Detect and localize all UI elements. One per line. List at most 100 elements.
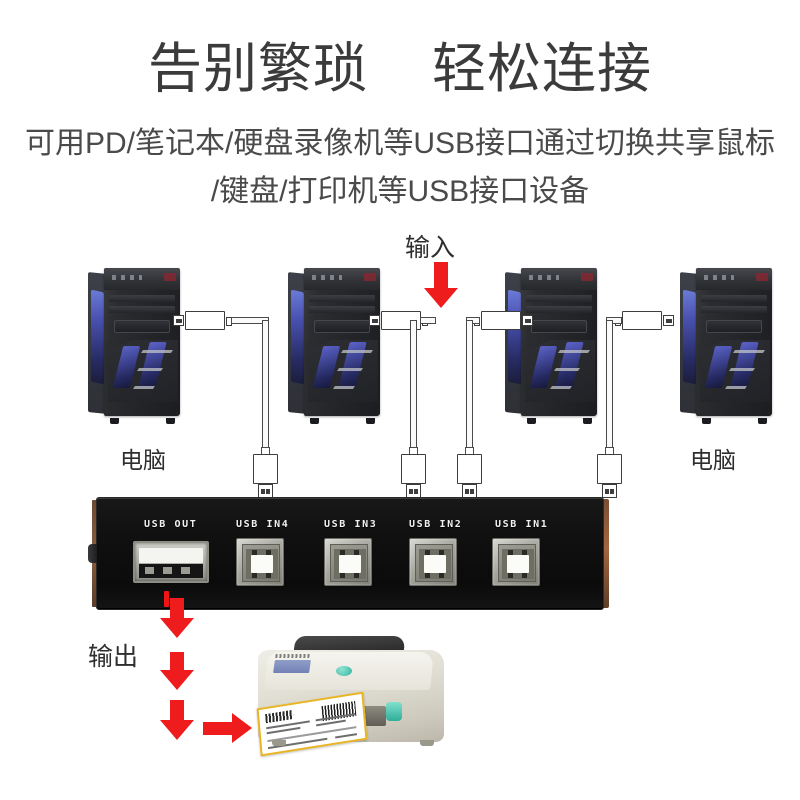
tower-window [291,289,304,385]
tower-brand-icon [581,273,593,281]
cable-segment-vertical [262,320,269,448]
tower-accent-stripe [340,350,374,353]
usb-tip-icon [258,484,273,498]
computer-tower-2 [288,268,380,424]
tower-slat [109,306,175,313]
tower-accent-stripe [553,368,581,371]
usb-in2-port[interactable] [409,538,457,586]
usb-tip-icon [602,484,617,498]
tower-slat [526,295,592,302]
tower-slat [701,306,767,313]
tower-accent-stripe [549,386,573,389]
tower-foot [527,418,536,424]
usb-switch-device[interactable]: USB OUT USB IN4 USB IN3 [88,497,609,610]
printer-brand-badge [273,660,311,673]
tower-foot [110,418,119,424]
usb-plug-down-3 [457,447,482,500]
tower-slat [526,306,592,313]
port-tongue [251,555,273,573]
port-frame [242,544,280,582]
port-cavity [334,549,366,579]
port-cavity [502,549,534,579]
tower-window [508,289,521,385]
port-label-usb-in4: USB IN4 [236,519,290,530]
tower-slat [701,295,767,302]
computer-tower-3 [505,268,597,424]
tower-foot [758,418,767,424]
computer-tower-1 [88,268,180,424]
switch-select-button[interactable] [88,544,97,563]
tower-accent-stripe [728,368,756,371]
tower-brand-icon [364,273,376,281]
tower-drive-bay [114,320,170,333]
usb-shell [457,454,482,484]
port-tongue [424,555,446,573]
port-label-usb-in2: USB IN2 [409,519,463,530]
printer-feed-button[interactable] [386,702,402,721]
input-label: 输入 [405,234,456,262]
tower-slat [309,306,375,313]
port-label-usb-in3: USB IN3 [324,519,378,530]
port-label-usb-out: USB OUT [144,519,198,530]
usb-tip-icon [369,315,380,326]
usb-out-port[interactable] [133,541,209,583]
tower-accent-stripe [136,368,164,371]
usb-tip-icon [173,315,184,326]
tower-led-row-icon [312,275,342,280]
usb-shell [401,454,426,484]
power-led-indicator [164,591,169,607]
usb-plug-down-2 [401,447,426,500]
tower-accent-stripe [132,386,156,389]
usb-plug-down-1 [253,447,278,500]
tower-drive-bay [706,320,762,333]
port-cavity [419,549,451,579]
tower-led-row-icon [529,275,559,280]
port-cavity [246,549,278,579]
usb-tip-icon [663,315,674,326]
tower-accent-stripe [336,368,364,371]
tower-brand-icon [164,273,176,281]
tower-accent-stripe [732,350,766,353]
usb-in1-port[interactable] [492,538,540,586]
tower-drive-bay [531,320,587,333]
usb-tip-icon [406,484,421,498]
usb-in3-port[interactable] [324,538,372,586]
usb-tip-icon [522,315,533,326]
tower-foot [310,418,319,424]
tower-foot [702,418,711,424]
page-title: 告别繁琐 轻松连接 [147,39,652,99]
tower-led-row-icon [112,275,142,280]
usb-in4-port[interactable] [236,538,284,586]
port-label-usb-in1: USB IN1 [495,519,549,530]
port-tongue [139,548,203,563]
tower-drive-bay [314,320,370,333]
switch-right-edge [603,499,609,608]
port-tongue [507,555,529,573]
tower-slat [309,295,375,302]
tower-foot [583,418,592,424]
usb-tip-icon [462,484,477,498]
tower-top-panel [104,268,180,290]
port-frame [330,544,368,582]
cable-segment-vertical [410,320,417,448]
printer-power-button[interactable] [336,666,352,676]
tower-accent-stripe [724,386,748,389]
cable-segment-vertical [606,320,613,448]
computer-label-left: 电脑 [120,447,166,473]
computer-tower-4 [680,268,772,424]
tower-foot [366,418,375,424]
cable-segment-vertical [466,320,473,448]
usb-shell [597,454,622,484]
usb-shell [253,454,278,484]
tower-accent-stripe [557,350,591,353]
tower-slat [109,295,175,302]
tower-accent-stripe [332,386,356,389]
tower-top-panel [304,268,380,290]
subtitle-line-2: /键盘/打印机等USB接口设备 [210,175,590,208]
cable-segment-horizontal [420,317,436,324]
printer-foot [272,740,286,746]
subtitle-line-1: 可用PD/笔记本/硬盘录像机等USB接口通过切换共享鼠标 [24,127,776,160]
port-frame [498,544,536,582]
tower-top-panel [696,268,772,290]
